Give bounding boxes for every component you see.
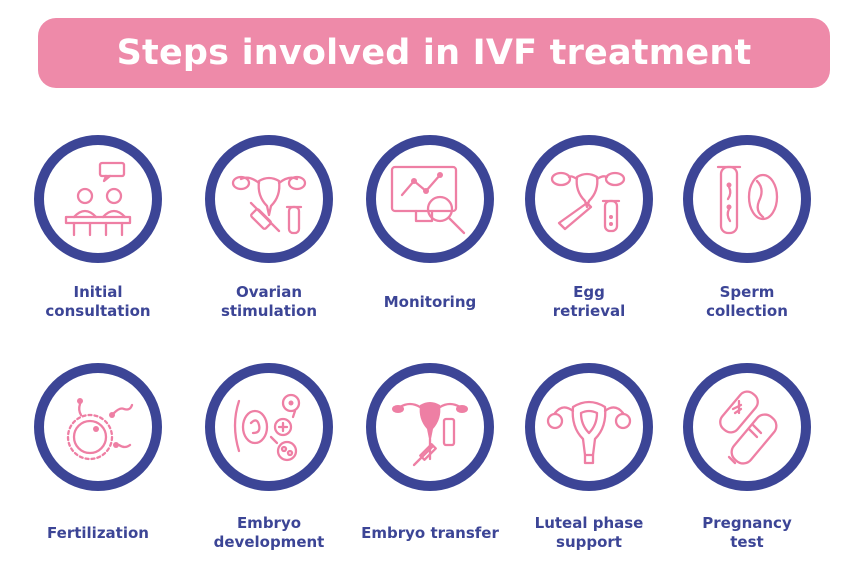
step-ovarian-stimulation: Ovarian stimulation xyxy=(189,135,349,320)
step-label: Embryo transfer xyxy=(361,524,499,542)
step-fertilization: Fertilization xyxy=(18,363,178,542)
uterus-icon xyxy=(546,400,632,465)
step-pregnancy-test: Pregnancy test xyxy=(667,363,827,551)
step-label: Ovarian stimulation xyxy=(220,283,318,320)
step-circle xyxy=(683,135,811,263)
step-label: Fertilization xyxy=(47,524,149,542)
ovaries-syringe-icon xyxy=(231,175,307,235)
step-label: Egg retrieval xyxy=(552,283,626,320)
step-label: Initial consultation xyxy=(45,283,151,320)
step-label: Luteal phase support xyxy=(534,514,644,551)
monitor-magnifier-icon xyxy=(390,165,466,235)
step-circle xyxy=(205,363,333,491)
step-initial-consultation: Initial consultation xyxy=(18,135,178,320)
step-label: Monitoring xyxy=(383,293,477,311)
sperm-tube-icon xyxy=(716,165,779,235)
pregnancy-test-icon xyxy=(719,390,778,465)
step-monitoring: Monitoring xyxy=(350,135,510,311)
fertilization-icon xyxy=(66,398,134,461)
page-title: Steps involved in IVF treatment xyxy=(116,33,752,73)
step-circle xyxy=(366,363,494,491)
embryo-icon xyxy=(233,393,301,462)
title-banner: Steps involved in IVF treatment xyxy=(38,18,830,88)
step-sperm-collection: Sperm collection xyxy=(667,135,827,320)
step-label: Pregnancy test xyxy=(702,514,792,551)
step-circle xyxy=(525,135,653,263)
step-circle xyxy=(205,135,333,263)
step-label: Sperm collection xyxy=(706,283,788,320)
step-egg-retrieval: Egg retrieval xyxy=(509,135,669,320)
step-luteal-phase-support: Luteal phase support xyxy=(509,363,669,551)
step-circle xyxy=(34,135,162,263)
step-label: Embryo development xyxy=(213,514,325,551)
step-circle xyxy=(366,135,494,263)
step-circle xyxy=(34,363,162,491)
step-circle xyxy=(683,363,811,491)
uterus-transfer-icon xyxy=(392,402,468,467)
consultation-icon xyxy=(64,161,132,237)
egg-retrieval-icon xyxy=(550,171,626,233)
step-embryo-development: Embryo development xyxy=(189,363,349,551)
step-circle xyxy=(525,363,653,491)
step-embryo-transfer: Embryo transfer xyxy=(350,363,510,542)
